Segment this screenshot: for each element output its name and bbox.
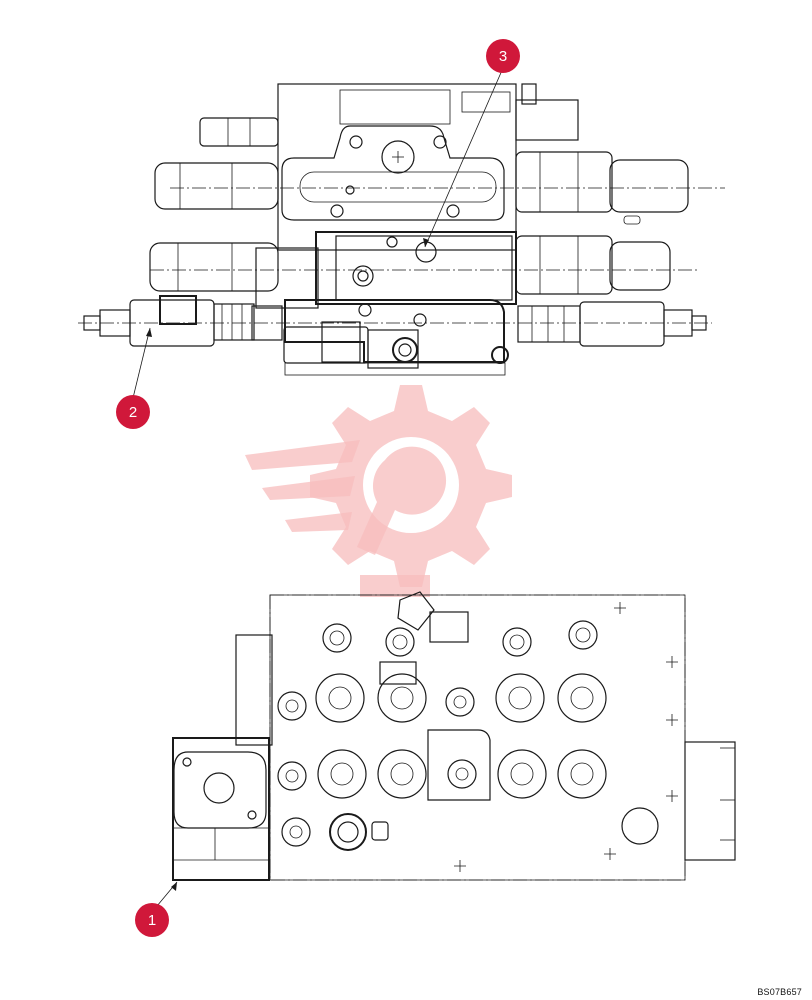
- reference-code: BS07B657: [757, 987, 802, 997]
- port-row-top: [322, 620, 598, 657]
- port-row-bottom: [281, 807, 659, 851]
- port-row-middle: [277, 673, 607, 723]
- callout-3: 3: [486, 39, 520, 73]
- svg-text:1: 1: [148, 912, 156, 929]
- valve-top-view: [78, 83, 725, 376]
- valve-bottom-view: [172, 591, 736, 881]
- callout-2: 2: [116, 395, 150, 429]
- svg-text:3: 3: [499, 48, 507, 65]
- svg-text:2: 2: [129, 404, 137, 421]
- watermark-logo: [245, 385, 512, 597]
- port-row-lower: [277, 749, 607, 799]
- callout-1: 1: [135, 903, 169, 937]
